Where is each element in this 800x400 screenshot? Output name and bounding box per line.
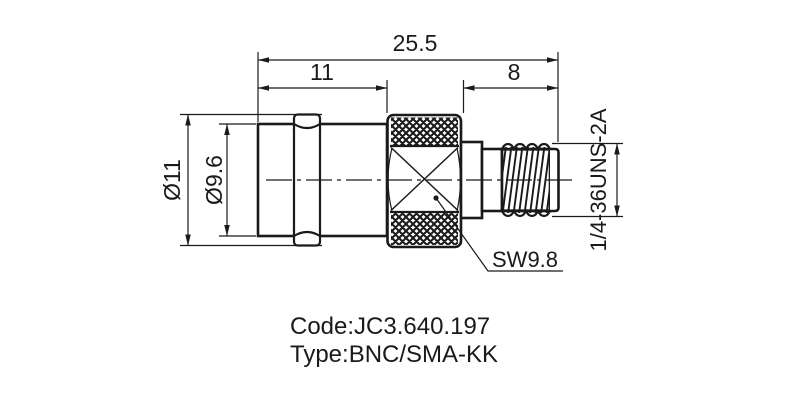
dim-outer-diameter: Ø11: [159, 113, 322, 247]
wrench-size-label: SW9.8: [492, 247, 558, 272]
caption-type: Type:BNC/SMA-KK: [290, 341, 498, 368]
hex-face-x: [390, 146, 459, 212]
caption-block: Code:JC3.640.197 Type:BNC/SMA-KK: [290, 313, 498, 368]
dim-front-diameter: Ø9.6: [201, 123, 256, 237]
dim-outer-diameter-label: Ø11: [159, 159, 185, 201]
dim-sma-length-label: 8: [508, 59, 521, 85]
dim-bnc-length-label: 11: [310, 59, 334, 85]
caption-code: Code:JC3.640.197: [290, 313, 490, 340]
dim-overall-length-label: 25.5: [393, 30, 438, 56]
dim-sma-length: 8: [462, 59, 558, 113]
leader-wrench-size: SW9.8: [433, 195, 563, 272]
knurl-pattern-top: [391, 117, 458, 146]
knurl-pattern-bottom: [391, 212, 458, 245]
dim-bnc-length: 11: [258, 59, 388, 113]
dim-overall-length: 25.5: [257, 30, 559, 142]
knurled-nut: [386, 113, 463, 249]
bayonet-lug-bottom: [292, 230, 322, 247]
dim-thread-spec-label: 1/4-36UNS-2A: [586, 108, 611, 251]
dim-front-diameter-label: Ø9.6: [201, 155, 227, 205]
dim-thread-spec: 1/4-36UNS-2A: [552, 108, 623, 252]
bayonet-lug-top: [292, 113, 322, 130]
